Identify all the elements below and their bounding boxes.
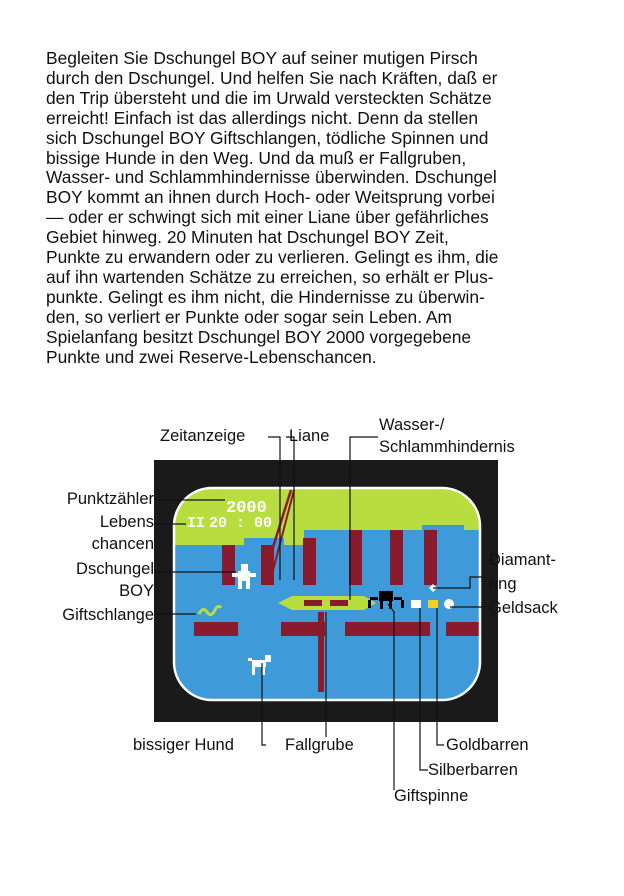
game-display: 2000 II 20 : 00 (174, 488, 480, 700)
leader-diamant (433, 576, 486, 589)
tree-trunk (349, 530, 362, 585)
intro-line: den Trip übersteht und die im Urwald ver… (46, 87, 492, 108)
ground-platform (345, 622, 389, 636)
intro-text: Begleiten Sie Dschungel BOY auf seiner m… (46, 48, 586, 368)
label-lebens-line2: chancen (91, 535, 154, 553)
intro-line: auf ihn wartenden Schätze zu erreichen, … (46, 266, 494, 287)
score-display: 2000 (226, 499, 267, 518)
pitfall-hazard (278, 596, 376, 610)
label-goldbarren: Goldbarren (446, 736, 529, 754)
tree-trunk (390, 530, 403, 585)
label-liane: Liane (289, 427, 330, 445)
intro-line: sich Dschungel BOY Giftschlangen, tödlic… (46, 127, 489, 148)
intro-line: Begleiten Sie Dschungel BOY auf seiner m… (46, 48, 478, 68)
game-screen-illustration: 2000 II 20 : 00 (154, 460, 498, 722)
vine (260, 489, 293, 583)
label-boy-line1: Dschungel (76, 560, 154, 578)
label-fallgrube: Fallgrube (285, 736, 354, 754)
intro-line: Spielanfang besitzt Dschungel BOY 2000 v… (46, 326, 472, 347)
intro-line: Gebiet hinweg. 20 Minuten hat Dschungel … (46, 227, 449, 248)
dog-sprite (248, 655, 271, 675)
label-giftschlange: Giftschlange (62, 606, 154, 624)
screen-edge (172, 486, 482, 702)
label-diamant-line2: ring (489, 575, 517, 593)
ground-platform (446, 622, 480, 636)
gold-bar-sprite (428, 600, 438, 608)
ground-platform (386, 622, 430, 636)
timer-display: 20 : 00 (209, 515, 272, 532)
spider-sprite (368, 591, 404, 609)
tree-trunk (222, 545, 235, 585)
label-hund: bissiger Hund (133, 736, 234, 754)
leader-liane (286, 436, 295, 580)
intro-line: Wasser- und Schlammhindernisse überwinde… (46, 167, 497, 188)
underground-ladder (318, 612, 324, 692)
leader-zeitanzeige (268, 436, 281, 580)
leader-silber (419, 608, 428, 771)
label-zeitanzeige: Zeitanzeige (160, 427, 246, 445)
intro-line: Punkte und zwei Reserve-Lebenschancen. (46, 346, 377, 367)
label-wasser-line1: Wasser-/ (379, 416, 445, 434)
label-silberbarren: Silberbarren (428, 761, 518, 779)
sky-area (174, 488, 480, 545)
label-boy-line2: BOY (119, 582, 154, 600)
leader-hund (261, 663, 266, 746)
jungle-boy-sprite (232, 564, 256, 589)
intro-line: bissige Hunde in den Weg. Und da muß er … (46, 147, 467, 168)
label-lebens-line1: Lebens (99, 513, 154, 531)
silver-bar-sprite (411, 600, 421, 608)
leader-spinne (387, 603, 395, 790)
leader-wasser (349, 436, 378, 600)
intro-line: erreicht! Einfach ist das allerdings nic… (46, 107, 479, 128)
ground-platform (281, 622, 325, 636)
label-geldsack: Geldsack (489, 599, 558, 617)
vine (269, 489, 295, 583)
label-wasser-line2: Schlammhindernis (379, 438, 515, 456)
label-diamant-line1: Diamant- (489, 551, 556, 569)
lives-display: II (187, 515, 205, 532)
label-giftspinne: Giftspinne (394, 787, 469, 805)
intro-line: Punkte zu erwandern oder zu verlieren. G… (46, 247, 499, 268)
intro-line: BOY kommt an ihnen durch Hoch- oder Weit… (46, 187, 495, 208)
tree-trunk (303, 538, 316, 585)
snake-sprite (197, 604, 223, 617)
ground-platform (194, 622, 238, 636)
label-punktzaehler: Punktzähler (66, 490, 154, 508)
tree-trunk (424, 530, 437, 585)
intro-line: den, so verliert er Punkte oder sogar se… (46, 306, 453, 327)
intro-line: durch den Dschungel. Und helfen Sie nach… (46, 67, 498, 88)
intro-line: punkte. Gelingt es ihm nicht, die Hinder… (46, 286, 485, 307)
leader-gold (436, 608, 444, 746)
intro-line: — oder er schwingt sich mit einer Liane … (46, 207, 489, 228)
